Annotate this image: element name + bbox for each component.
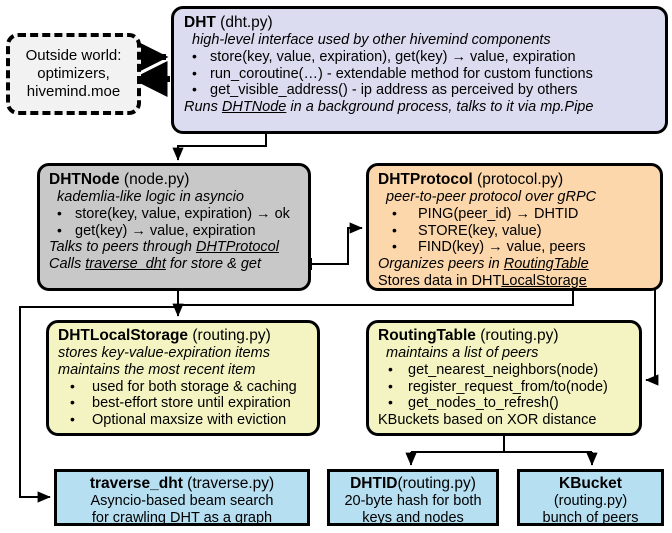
dhtid-title: DHTID(routing.py) (334, 475, 492, 493)
dhtlocalstorage-item: best-effort store until expiration (58, 394, 311, 412)
dhtprotocol-item-list: PING(peer_id) → DHTID STORE(key, value) … (378, 205, 654, 256)
dhtprotocol-item: FIND(key) → value, peers (378, 238, 654, 256)
dht-footer-post: in a background process, talks to it via… (286, 99, 594, 116)
dht-item: get_visible_address() - ip address as pe… (184, 81, 657, 99)
dhtid-file: (routing.py) (397, 475, 476, 492)
wire-dhtnode-to-dhtprotocol (310, 222, 363, 270)
dhtnode-subtitle: kademlia-like logic in asyncio (57, 188, 244, 205)
dht-item: run_coroutine(…) - extendable method for… (184, 65, 657, 83)
dhtnode-node: DHTNode (node.py) kademlia-like logic in… (37, 163, 311, 291)
traverse-dht-line1: Asyncio-based beam search (90, 492, 274, 509)
dhtnode-title: DHTNode (node.py) (49, 171, 302, 189)
dhtprotocol-item: STORE(key, value) (378, 222, 654, 240)
outside-world-node: Outside world: optimizers, hivemind.moe (6, 33, 141, 115)
dhtprotocol-node: DHTProtocol (protocol.py) peer-to-peer p… (366, 163, 663, 291)
dhtid-name: DHTID (350, 475, 398, 492)
traverse-dht-title: traverse_dht (traverse.py) (61, 475, 303, 493)
dhtlocalstorage-subtitle-2: maintains the most recent item (58, 361, 256, 378)
routingtable-item: get_nodes_to_refresh() (378, 394, 633, 412)
dhtnode-file: (node.py) (123, 171, 190, 188)
traverse-dht-name: traverse_dht (89, 475, 183, 492)
dhtid-line2: keys and nodes (362, 509, 464, 526)
dhtlocalstorage-item-list: used for both storage & caching best-eff… (58, 378, 311, 429)
dhtnode-link-dhtprotocol[interactable]: DHTProtocol (195, 239, 279, 256)
routingtable-file: (routing.py) (480, 327, 559, 344)
routingtable-name: RoutingTable (378, 327, 476, 344)
dhtnode-item: store(key, value, expiration) → ok (49, 205, 302, 223)
dhtlocalstorage-name: DHTLocalStorage (58, 327, 189, 344)
outside-world-line3: hivemind.moe (26, 83, 121, 100)
routingtable-item: register_request_from/to(node) (378, 378, 633, 396)
kbucket-name: KBucket (559, 475, 622, 492)
dhtlocalstorage-item: used for both storage & caching (58, 378, 311, 396)
dhtnode-footer2-pre: Calls (49, 256, 86, 273)
dhtnode-footer2-post: for store & get (165, 256, 261, 273)
dhtnode-footer-1: Talks to peers through DHTProtocol (49, 239, 302, 256)
routingtable-item-list: get_nearest_neighbors(node) register_req… (378, 361, 633, 412)
dhtprotocol-title: DHTProtocol (protocol.py) (378, 171, 654, 189)
dhtnode-item-list: store(key, value, expiration) → ok get(k… (49, 205, 302, 240)
traverse-dht-file: (traverse.py) (187, 475, 275, 492)
wire-routingtable-to-leaves (405, 436, 598, 466)
dhtnode-item: get(key) → value, expiration (49, 222, 302, 240)
dhtnode-footer1-pre: Talks to peers through (49, 239, 196, 256)
dht-item-list: store(key, value, expiration), get(key) … (184, 48, 657, 99)
dhtprotocol-footer2-pre: Stores data in DHT (378, 273, 502, 290)
traverse-dht-line2: for crawling DHT as a graph (91, 509, 273, 526)
dhtprotocol-link-routingtable[interactable]: RoutingTable (503, 256, 589, 273)
routingtable-footer: KBuckets based on XOR distance (378, 412, 597, 429)
kbucket-file: (routing.py) (553, 492, 628, 509)
wire-dhtprotocol-to-localstorage (172, 291, 574, 317)
dhtprotocol-file: (protocol.py) (477, 171, 564, 188)
dhtlocalstorage-file: (routing.py) (192, 327, 271, 344)
outside-world-line2: optimizers, (37, 65, 110, 82)
routingtable-subtitle: maintains a list of peers (386, 344, 539, 361)
dhtlocalstorage-subtitle-1: stores key-value-expiration items (58, 344, 270, 361)
dht-node: DHT (dht.py) high-level interface used b… (171, 6, 668, 134)
dhtprotocol-footer-1: Organizes peers in RoutingTable (378, 256, 654, 273)
dht-footer-link-dhtnode[interactable]: DHTNode (221, 99, 287, 116)
dhtid-line1: 20-byte hash for both (344, 492, 482, 509)
routingtable-item: get_nearest_neighbors(node) (378, 361, 633, 379)
dhtprotocol-link-localstorage[interactable]: LocalStorage (501, 273, 587, 290)
dhtprotocol-footer1-pre: Organizes peers in (378, 256, 504, 273)
dhtprotocol-footer-2: Stores data in DHTLocalStorage (378, 273, 654, 290)
kbucket-title: KBucket (524, 475, 657, 493)
dht-file: (dht.py) (220, 14, 273, 31)
routingtable-title: RoutingTable (routing.py) (378, 327, 633, 345)
dht-footer: Runs DHTNode in a background process, ta… (184, 99, 657, 116)
traverse-dht-node: traverse_dht (traverse.py) Asyncio-based… (54, 469, 310, 526)
dhtprotocol-subtitle: peer-to-peer protocol over gRPC (386, 188, 597, 205)
dhtid-node: DHTID(routing.py) 20-byte hash for both … (327, 469, 499, 526)
dhtnode-link-traverse-dht[interactable]: traverse_dht (85, 256, 166, 273)
dht-footer-pre: Runs (184, 99, 222, 116)
dhtlocalstorage-title: DHTLocalStorage (routing.py) (58, 327, 311, 345)
dht-item: store(key, value, expiration), get(key) … (184, 48, 657, 66)
dhtprotocol-item: PING(peer_id) → DHTID (378, 205, 654, 223)
dhtnode-name: DHTNode (49, 171, 120, 188)
kbucket-node: KBucket (routing.py) bunch of peers (517, 469, 664, 526)
outside-world-line1: Outside world: (25, 47, 122, 64)
dht-name: DHT (184, 14, 216, 31)
dhtnode-footer-2: Calls traverse_dht for store & get (49, 256, 302, 273)
dht-title: DHT (dht.py) (184, 14, 657, 32)
dhtlocalstorage-item: Optional maxsize with eviction (58, 411, 311, 429)
dhtlocalstorage-node: DHTLocalStorage (routing.py) stores key-… (46, 320, 320, 436)
kbucket-line1: bunch of peers (542, 509, 639, 526)
dhtprotocol-name: DHTProtocol (378, 171, 473, 188)
routingtable-node: RoutingTable (routing.py) maintains a li… (366, 320, 642, 436)
dht-subtitle: high-level interface used by other hivem… (192, 31, 551, 48)
